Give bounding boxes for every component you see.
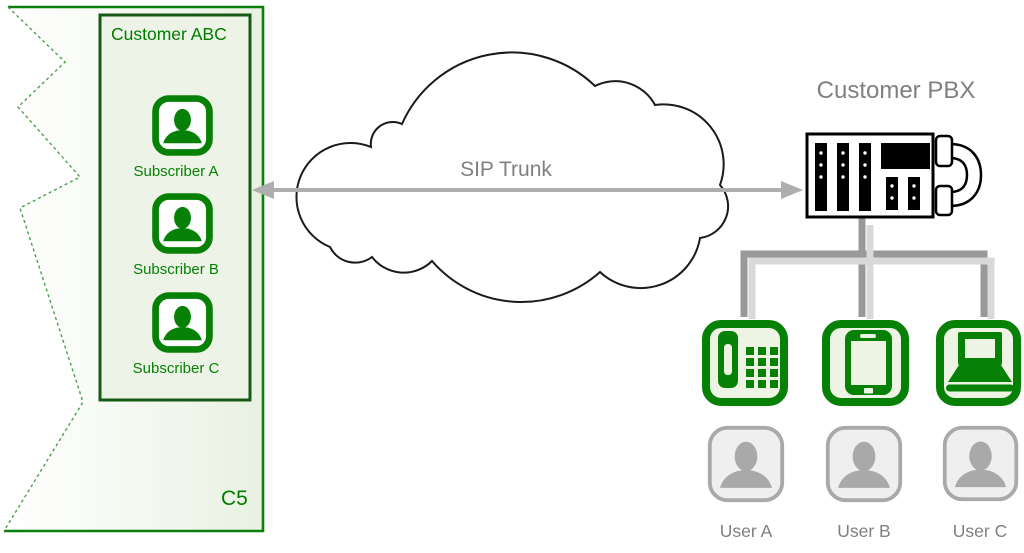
pbx-connector-lines	[740, 218, 995, 319]
laptop-icon	[936, 320, 1021, 406]
customer-zone-title: Customer ABC	[111, 24, 227, 44]
subscriber-c-person-icon	[156, 296, 210, 350]
user-a-label: User A	[719, 521, 773, 541]
user-c-label: User C	[952, 521, 1008, 541]
pbx-device-icon	[805, 132, 983, 219]
customer-zone-jagged-edge	[3, 6, 84, 532]
subscriber-b-person-icon	[156, 197, 210, 251]
subscriber-b-label: Subscriber B	[133, 261, 219, 278]
user-b-person-icon	[828, 428, 900, 500]
user-b-label: User B	[837, 521, 891, 541]
desk-phone-icon	[702, 320, 788, 406]
subscriber-a-person-icon	[156, 99, 210, 153]
user-a-person-icon	[710, 428, 782, 500]
user-c-person-icon	[945, 428, 1017, 500]
subscriber-c-label: Subscriber C	[132, 360, 220, 377]
arrowhead-right	[781, 181, 803, 199]
sip-trunk-label: SIP Trunk	[460, 158, 552, 181]
customer-zone-code: C5	[221, 487, 248, 510]
customer-zone-shape	[3, 5, 265, 533]
smartphone-icon	[822, 320, 909, 406]
pbx-title: Customer PBX	[816, 77, 976, 104]
arrowhead-left	[252, 181, 274, 199]
subscriber-a-label: Subscriber A	[133, 163, 219, 180]
cloud-shape	[295, 51, 730, 303]
sip-trunk-arrow	[252, 181, 803, 199]
customer-zone-border	[4, 5, 265, 533]
phone-handset-icon	[948, 142, 983, 208]
